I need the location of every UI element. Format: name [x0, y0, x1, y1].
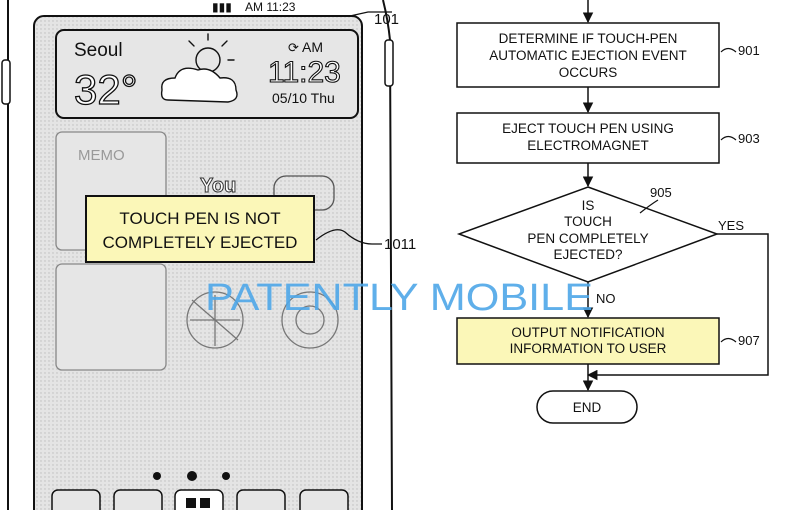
weather-temperature: 32°: [74, 66, 138, 113]
widget-placeholder[interactable]: [55, 263, 167, 371]
leader-907: [720, 337, 737, 343]
dock-apps-icon[interactable]: [174, 489, 224, 510]
watermark: PATENTLY MOBILE: [205, 277, 593, 319]
youtube-label: You: [200, 175, 236, 197]
step-907-line2: INFORMATION TO USER: [510, 341, 667, 356]
leader-line-101: [349, 11, 392, 17]
camera-app-icon[interactable]: [186, 291, 244, 349]
decision-905: IS TOUCH PEN COMPLETELY EJECTED?: [456, 186, 720, 283]
battery-icon: ▮▮▮: [212, 0, 232, 14]
weather-city: Seoul: [74, 40, 123, 61]
ref-101: 101: [374, 11, 399, 28]
yes-branch-line: [586, 233, 769, 381]
step-903-line1: EJECT TOUCH PEN USING: [502, 121, 674, 136]
ref-905: 905: [650, 185, 672, 200]
leader-901: [720, 47, 737, 53]
step-903-line2: ELECTROMAGNET: [527, 138, 649, 153]
page-indicator: [153, 471, 230, 481]
popup-line1: TOUCH PEN IS NOT: [119, 209, 280, 228]
decision-line1: IS: [582, 198, 595, 213]
step-901-line2: AUTOMATIC EJECTION EVENT: [489, 48, 687, 63]
step-907-line1: OUTPUT NOTIFICATION: [511, 325, 664, 340]
leader-903: [720, 135, 737, 141]
yes-label: YES: [718, 218, 744, 233]
chrome-app-icon[interactable]: [281, 291, 339, 349]
ref-901: 901: [738, 43, 760, 58]
dock-browser-icon[interactable]: [299, 489, 349, 510]
no-label: NO: [596, 291, 616, 306]
dock-messages-icon[interactable]: [236, 489, 286, 510]
decision-line3: PEN COMPLETELY: [527, 231, 648, 246]
ref-907: 907: [738, 333, 760, 348]
dock-phone-icon[interactable]: [51, 489, 101, 510]
phone-side-button-right: [384, 39, 394, 87]
phone-device: AM 11:23 ▮▮▮ 101 Seoul 32° ⟳ AM 11:23 05…: [1, 0, 416, 510]
youtube-app-icon[interactable]: You: [200, 175, 335, 211]
status-bar: [200, 0, 350, 14]
phone-side-button: [1, 59, 11, 105]
step-901-line1: DETERMINE IF TOUCH-PEN: [499, 31, 678, 46]
popup-line2: COMPLETELY EJECTED: [103, 233, 298, 252]
decision-line2: TOUCH: [564, 214, 612, 229]
step-901: DETERMINE IF TOUCH-PEN AUTOMATIC EJECTIO…: [456, 22, 720, 88]
leader-905: [639, 199, 659, 214]
ref-903: 903: [738, 131, 760, 146]
decision-line4: EJECTED?: [553, 247, 622, 262]
leader-line-1011: [315, 229, 382, 245]
alarm-indicator: AM: [302, 39, 323, 55]
end-label: END: [573, 400, 602, 415]
weather-cloud-sun-icon: [160, 33, 238, 103]
dock-contacts-icon[interactable]: [113, 489, 163, 510]
flowchart: DETERMINE IF TOUCH-PEN AUTOMATIC EJECTIO…: [456, 0, 769, 424]
dock: [51, 489, 349, 510]
notification-popup: TOUCH PEN IS NOT COMPLETELY EJECTED: [85, 195, 315, 263]
step-907: OUTPUT NOTIFICATION INFORMATION TO USER: [456, 317, 720, 365]
alarm-icon: ⟳: [288, 40, 299, 55]
status-time: AM 11:23: [245, 0, 296, 14]
ref-1011: 1011: [384, 236, 416, 253]
weather-widget[interactable]: Seoul 32° ⟳ AM 11:23 05/10 Thu: [55, 29, 359, 119]
clock-date: 05/10 Thu: [272, 90, 335, 106]
step-903: EJECT TOUCH PEN USING ELECTROMAGNET: [456, 112, 720, 164]
memo-label: MEMO: [78, 147, 125, 164]
end-terminal: END: [536, 390, 638, 424]
clock-time: 11:23: [268, 56, 341, 89]
step-901-line3: OCCURS: [559, 65, 618, 80]
